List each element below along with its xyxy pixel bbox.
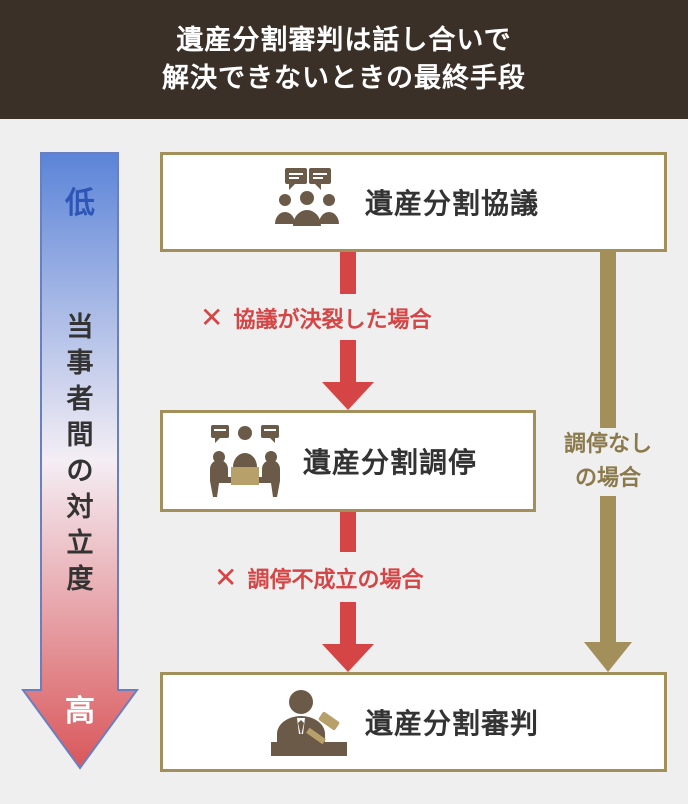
scale-char: 当 <box>66 312 94 343</box>
cross-icon: ✕ <box>214 561 238 594</box>
group-chat-icon <box>275 168 339 226</box>
step-label-shinpan: 遺産分割審判 <box>365 707 540 740</box>
scale-low-label: 低 <box>65 186 95 221</box>
step-label-chotei: 遺産分割調停 <box>303 446 478 479</box>
scale-high-label: 高 <box>65 694 95 729</box>
transition-text-1: 協議が決裂した場合 <box>233 308 432 333</box>
scale-label: 当 事 者 間 の 対 立 度 <box>60 310 100 598</box>
scale-char: 事 <box>66 348 94 379</box>
cross-icon: ✕ <box>200 301 224 334</box>
conflict-scale-arrow <box>21 152 139 770</box>
step-box-shinpan: 遺産分割審判 <box>160 672 667 772</box>
meeting-table-icon <box>210 425 280 497</box>
bypass-line-2: の場合 <box>574 466 641 491</box>
title-line-2: 解決できないときの最終手段 <box>162 62 526 94</box>
red-arrow-1 <box>322 252 374 410</box>
bypass-line-1: 調停なし <box>563 432 652 457</box>
scale-char: 度 <box>66 564 94 595</box>
step-label-kyogi: 遺産分割協議 <box>365 187 540 220</box>
bypass-note: 調停なし の場合 <box>548 428 668 496</box>
scale-char: 立 <box>66 528 94 559</box>
scale-char: の <box>66 456 94 487</box>
scale-char: 対 <box>66 492 94 523</box>
transition-note-1: ✕ 協議が決裂した場合 <box>200 302 431 334</box>
step-box-kyogi: 遺産分割協議 <box>160 152 667 252</box>
transition-text-2: 調停不成立の場合 <box>247 568 424 593</box>
red-arrow-2 <box>322 512 374 672</box>
title-line-1: 遺産分割審判は話し合いで <box>176 24 512 56</box>
step-box-chotei: 遺産分割調停 <box>160 410 536 512</box>
scale-char: 者 <box>66 384 94 415</box>
transition-note-2: ✕ 調停不成立の場合 <box>214 562 423 594</box>
scale-char: 間 <box>66 420 94 451</box>
page-title: 遺産分割審判は話し合いで 解決できないときの最終手段 <box>0 0 688 119</box>
judge-gavel-icon <box>271 690 347 756</box>
